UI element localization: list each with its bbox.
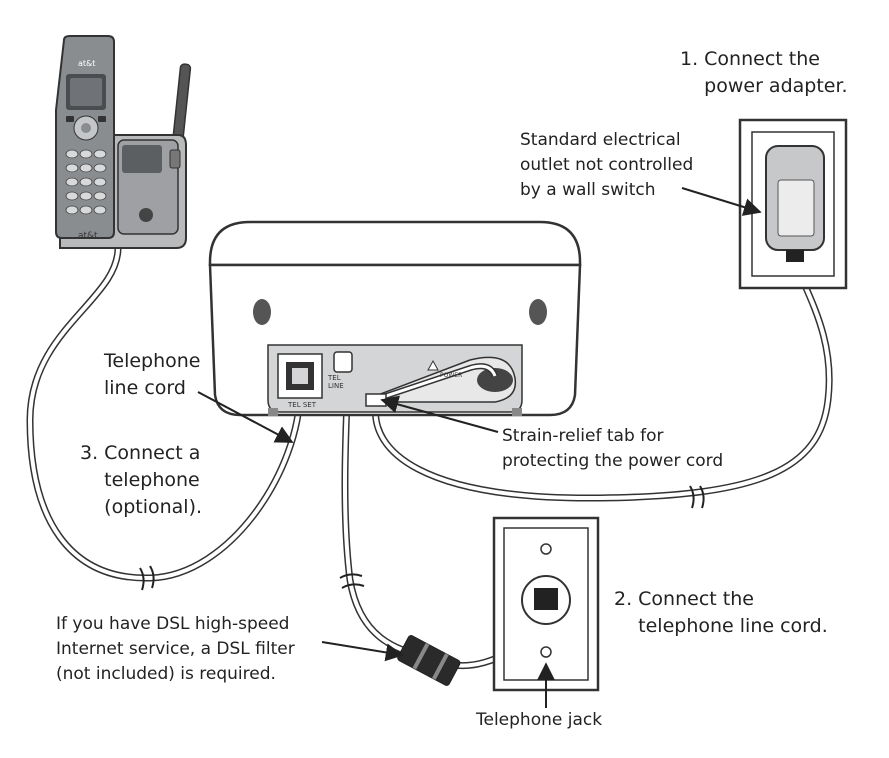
arrow-pointer-icon — [380, 395, 499, 433]
power-port-label: POWER — [440, 372, 463, 379]
cradle-brand-label: at&t — [78, 231, 98, 241]
tel-line-port-label: TEL LINE — [328, 374, 344, 390]
dsl-filter — [397, 635, 461, 686]
step-3-label: 3. Connect a telephone (optional). — [80, 442, 203, 518]
callout-arrows — [197, 187, 762, 708]
handset-cord — [26, 244, 304, 582]
warning-triangle-icon — [427, 359, 439, 371]
strain-relief-label: Strain-relief tab for protecting the pow… — [502, 426, 724, 471]
telephone-jack-label: Telephone jack — [476, 710, 603, 730]
dsl-filter-note: If you have DSL high-speed Internet serv… — [56, 614, 295, 684]
handset-brand-label: at&t — [78, 59, 96, 68]
telephone-line-cord-label: Telephone line cord — [104, 350, 201, 399]
outlet-label: Standard electrical outlet not controlle… — [520, 130, 694, 200]
telephone-base — [208, 220, 582, 417]
electrical-outlet — [738, 118, 848, 290]
power-adapter — [765, 145, 825, 262]
power-cord — [372, 258, 833, 502]
telephone-wall-jack — [492, 516, 600, 692]
arrow-pointer-icon — [197, 391, 294, 443]
cordless-handset-with-cradle — [55, 35, 192, 249]
tel-set-port-label: TEL SET — [288, 401, 316, 409]
step-1-label: 1. Connect the power adapter. — [680, 48, 848, 97]
step-2-label: 2. Connect the telephone line cord. — [614, 588, 828, 637]
cord-break-marks — [139, 485, 705, 591]
arrow-pointer-icon — [321, 641, 404, 662]
arrow-pointer-icon — [681, 187, 762, 216]
